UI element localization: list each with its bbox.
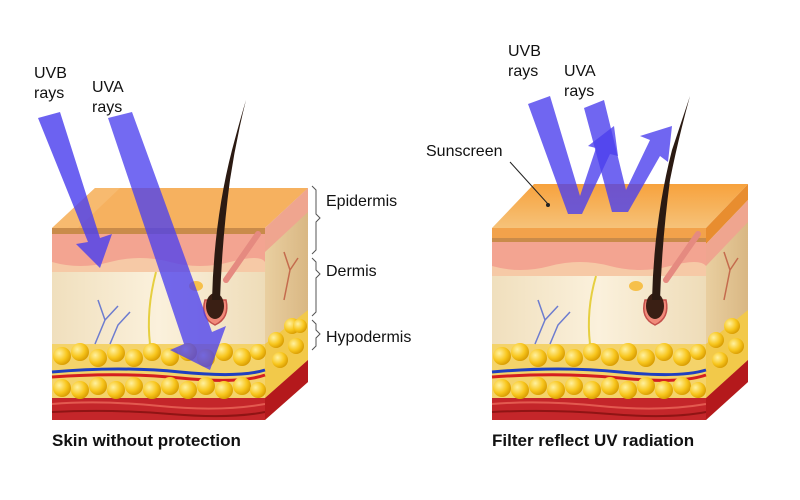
left-caption: Skin without protection [52,431,241,450]
sunscreen-label: Sunscreen [426,143,503,160]
left-dermis [52,272,265,344]
right-uvb-label-line2: rays [508,63,538,80]
right-skin-block [491,96,748,420]
right-fat-cells [493,318,744,399]
left-epidermis-top [52,188,308,228]
left-uva-ray [108,112,226,370]
dermis-label: Dermis [326,263,377,280]
left-muscle [52,398,265,420]
right-uva-label-line2: rays [564,83,594,100]
layer-brackets [311,185,321,351]
left-uva-label-line1: UVA [92,79,124,96]
right-uva-label-line1: UVA [564,63,596,80]
right-uvb-label-line1: UVB [508,43,541,60]
left-uva-label-line2: rays [92,99,122,116]
epidermis-label: Epidermis [326,193,397,210]
right-hair-shaft [652,96,690,300]
left-uvb-label-line2: rays [34,85,64,102]
right-uva-ray-reflected [584,100,672,212]
left-uvb-label-line1: UVB [34,65,67,82]
hypodermis-label: Hypodermis [326,329,411,346]
right-caption: Filter reflect UV radiation [492,431,694,450]
left-uvb-ray [38,112,112,268]
sunscreen-pointer-line [509,161,549,205]
left-skin-block [51,100,308,420]
right-uvb-ray-reflected [528,96,618,214]
left-hair-shaft [212,100,246,300]
